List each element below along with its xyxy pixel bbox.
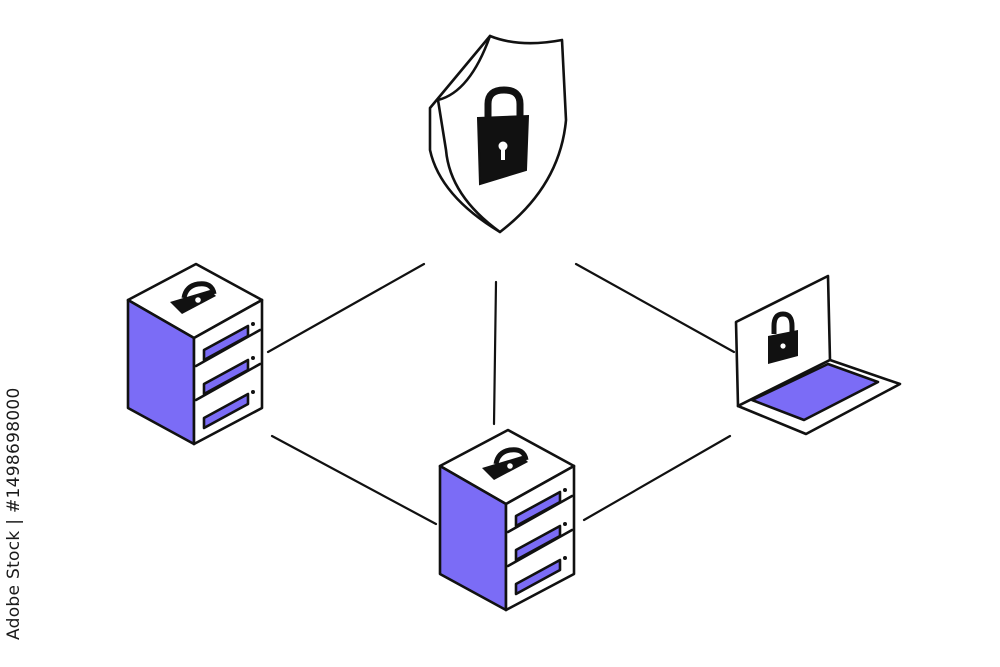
padlock-icon (170, 281, 217, 314)
watermark-side-text: Adobe Stock | #1498698000 (4, 387, 24, 640)
connector-left-server-center-server (270, 434, 438, 526)
connector-shield-center-server (492, 280, 498, 426)
connector-laptop-center-server (582, 434, 732, 522)
connection-lines (266, 262, 736, 526)
server-left (126, 262, 264, 446)
connector-shield-left-server (266, 262, 426, 354)
padlock-icon (476, 86, 530, 186)
connector-shield-laptop (574, 262, 736, 354)
padlock-icon (482, 447, 529, 480)
server-center (438, 428, 576, 612)
shield-lock-icon (428, 34, 568, 234)
laptop-lock-icon (734, 274, 902, 436)
server-drive-bays (506, 488, 574, 596)
padlock-icon (768, 311, 798, 364)
server-drive-bays (194, 322, 262, 430)
